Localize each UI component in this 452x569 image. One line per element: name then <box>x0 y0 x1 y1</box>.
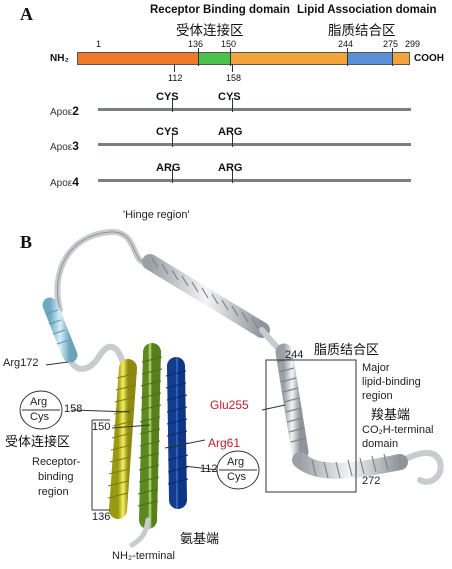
arg172-label: Arg172 <box>3 357 39 369</box>
divider-150 <box>230 48 231 66</box>
amino-terminal-cn-label: 氨基端 <box>180 532 220 547</box>
major-label-line2: lipid-binding <box>362 376 421 388</box>
lipid-binding-box <box>265 359 357 493</box>
receptor-label-line1: Receptor- <box>32 456 81 468</box>
isoform-e3-tick-158 <box>232 133 233 147</box>
pos-275-label: 275 <box>383 39 399 49</box>
co2h-terminal-label-line2: domain <box>362 438 399 450</box>
leader-158 <box>71 409 131 413</box>
isoform-e4-tick-112 <box>172 169 173 183</box>
hinge-loop <box>54 229 153 313</box>
arg172-loop <box>65 343 125 372</box>
blue-helix <box>165 357 189 509</box>
left-circle-cys: Cys <box>30 411 49 423</box>
isoform-e4-track <box>98 179 411 182</box>
glu255-label: Glu255 <box>210 398 249 412</box>
cyan-helix <box>42 297 78 363</box>
right-circle-cys: Cys <box>227 471 246 483</box>
green-helix <box>137 343 163 529</box>
c-terminal-loop <box>397 450 444 485</box>
pos-158-label: 158 <box>226 73 242 83</box>
isoform-e4-res158: ARG <box>218 162 243 174</box>
pos-136-label: 136 <box>188 39 204 49</box>
receptor-domain-title-cn: 受体连接区 <box>176 23 244 39</box>
leader-arg172 <box>45 361 69 366</box>
pos-299-label: 299 <box>405 39 421 49</box>
leader-arg61 <box>164 439 206 449</box>
segment-lipid-association <box>347 52 392 65</box>
panel-a-label: A <box>20 4 33 24</box>
receptor-binding-cn-label: 受体连接区 <box>5 435 71 450</box>
right-circle-arg: Arg <box>227 456 245 468</box>
lipid-domain-title-cn: 脂质结合区 <box>328 23 396 39</box>
segment-c-tail <box>392 52 410 65</box>
residue-244-label: 244 <box>285 349 304 361</box>
yellow-helix <box>107 359 138 519</box>
residue-272-label: 272 <box>362 475 381 487</box>
isoform-e2-label: Apoε2 <box>50 104 79 118</box>
hinge-loop-outline <box>56 231 151 311</box>
isoform-e2-res158: CYS <box>218 91 241 103</box>
nh2-terminal-label: NH₂-terminal <box>112 550 175 562</box>
pos-112-label: 112 <box>168 73 183 83</box>
isoform-e3-res158: ARG <box>218 126 243 138</box>
leader-150 <box>111 424 151 429</box>
pos-150-label: 150 <box>221 39 237 49</box>
pos-1-label: 1 <box>96 39 102 49</box>
receptor-label-line2: binding <box>38 471 74 483</box>
carboxyl-terminal-cn-label: 羧基端 <box>371 408 411 423</box>
isoform-e4-label: Apoε4 <box>50 175 79 189</box>
major-label-line1: Major <box>362 362 390 374</box>
isoform-e3-track <box>98 143 411 146</box>
tick-112 <box>174 64 175 72</box>
domain-bar-outline <box>77 52 410 65</box>
residue-150-label: 150 <box>92 421 111 433</box>
divider-136 <box>198 48 199 66</box>
isoform-e4-res112: ARG <box>156 162 181 174</box>
segment-n-region <box>77 52 198 65</box>
leader-112 <box>183 465 219 471</box>
divider-244 <box>347 48 348 66</box>
tick-158 <box>232 64 233 72</box>
isoform-e2-tick-158 <box>232 98 233 112</box>
leader-glu255 <box>261 404 286 411</box>
c-terminus-label: COOH <box>414 53 444 64</box>
left-circle-arg: Arg <box>30 396 48 408</box>
isoform-e3-label: Apoε3 <box>50 139 79 153</box>
isoform-e2-track <box>98 108 411 111</box>
lipid-domain-title: Lipid Association domain <box>297 4 437 16</box>
lipid-binding-cn-label: 脂质结合区 <box>314 343 380 358</box>
co2h-terminal-label-line1: CO₂H-terminal <box>362 424 434 436</box>
c-terminal-helix <box>292 452 408 479</box>
isoform-e3-tick-112 <box>172 133 173 147</box>
receptor-domain-title: Receptor Binding domain <box>150 4 290 16</box>
isoform-e2-res112: CYS <box>156 91 179 103</box>
lipid-helix <box>275 343 309 461</box>
segment-receptor-binding <box>198 52 230 65</box>
isoform-e3-res112: CYS <box>156 126 179 138</box>
isoform-e4-tick-158 <box>232 169 233 183</box>
major-label-line3: region <box>362 390 393 402</box>
panel-b-label: B <box>20 232 33 252</box>
hinge-helix <box>142 254 270 338</box>
receptor-label-line3: region <box>38 486 69 498</box>
isoform-e2-tick-112 <box>172 98 173 112</box>
residue-136-label: 136 <box>92 511 111 523</box>
pos-244-label: 244 <box>338 39 354 49</box>
hinge-region-label: 'Hinge region' <box>123 209 190 221</box>
arg61-label: Arg61 <box>208 436 241 450</box>
n-terminus-label: NH₂ <box>50 53 69 64</box>
residue-158-label: 158 <box>64 403 83 415</box>
divider-275 <box>392 48 393 66</box>
residue-112-label: 112 <box>200 463 218 475</box>
segment-middle <box>230 52 347 65</box>
